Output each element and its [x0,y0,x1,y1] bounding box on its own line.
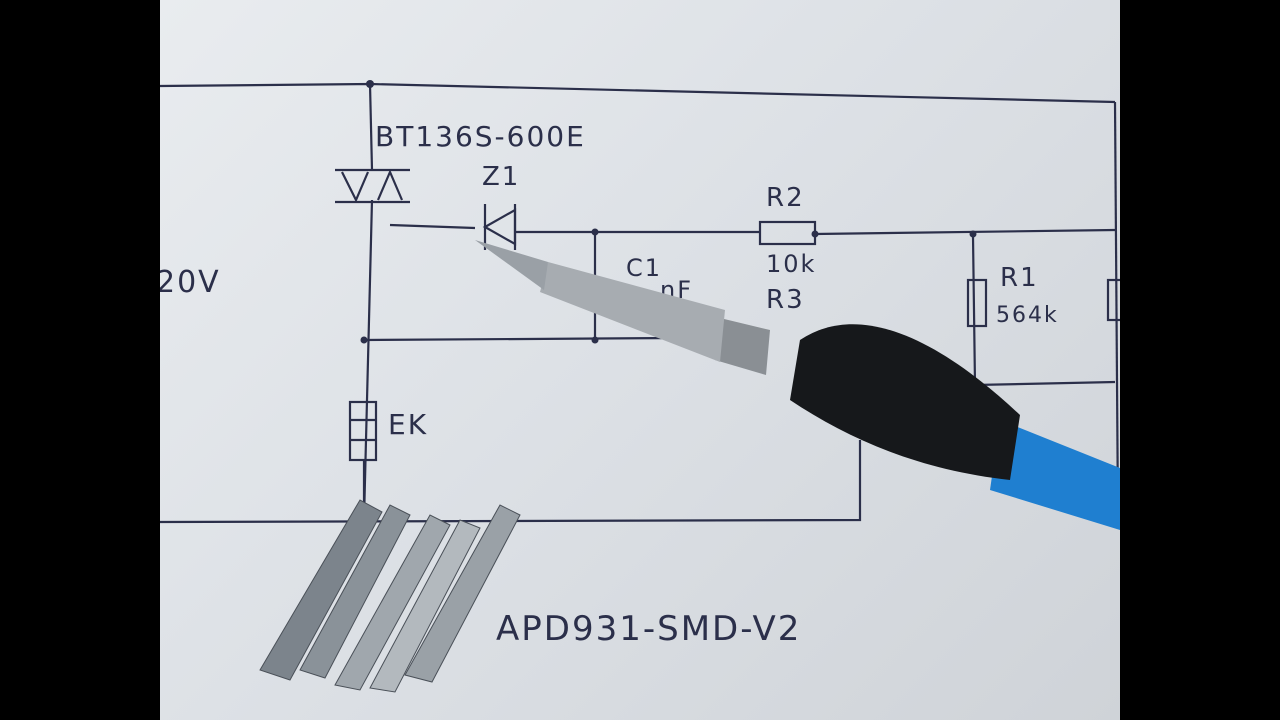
iron-barrel [540,262,725,362]
junction-dots [360,80,977,344]
label-triac: BT136S-600E [375,120,586,153]
soldering-iron [475,240,1120,530]
iron-handle-blue [990,420,1120,530]
photo-paper-schematic: BT136S-600E Z1 R2 10k C1 nF R3 R1 564k 2… [160,0,1120,720]
label-r2-value: 10k [766,250,816,278]
label-model: APD931-SMD-V2 [496,609,801,649]
zener-symbol [482,204,517,250]
label-heater: EK [388,408,428,441]
resistor-r1 [966,278,988,328]
resistor-edge [1106,278,1120,322]
schematic-drawing: BT136S-600E Z1 R2 10k C1 nF R3 R1 564k 2… [160,80,1120,693]
label-r1: R1 [1000,263,1039,293]
iron-handle-grip [790,324,1020,480]
label-c1: C1 [626,254,662,282]
label-r3: R3 [766,285,805,315]
triac-symbol [335,168,410,204]
spare-tips [259,499,521,693]
label-r1-value: 564k [996,303,1059,328]
label-r2: R2 [766,183,805,213]
resistor-r2 [758,220,817,246]
heater-ek [348,400,378,462]
iron-nut [715,318,770,375]
label-voltage: 20V [160,265,221,300]
iron-tip [475,240,548,290]
label-zener: Z1 [482,162,520,192]
